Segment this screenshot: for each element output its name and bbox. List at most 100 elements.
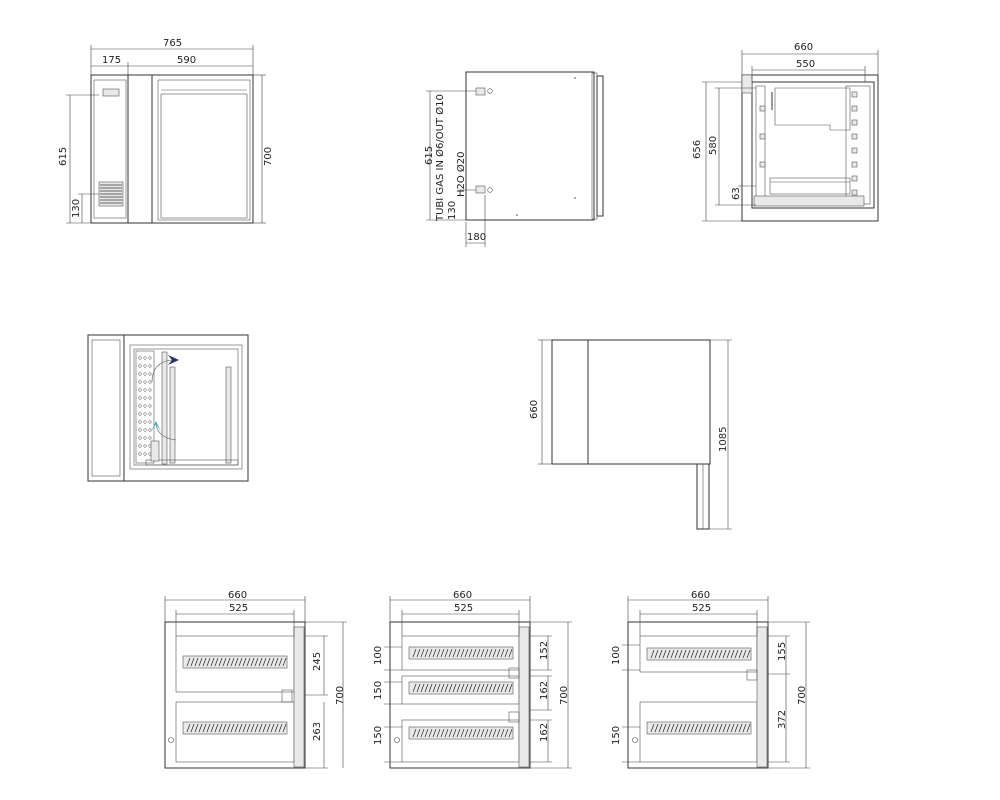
handle-hatch	[186, 723, 191, 733]
handle-hatch	[738, 723, 743, 733]
vent-grille	[98, 181, 124, 207]
config-a-outline	[164, 621, 306, 769]
handle-hatch	[742, 723, 747, 733]
handle-hatch	[726, 723, 731, 733]
handle-hatch	[730, 649, 735, 659]
section-view: 660 550 656 580 63	[692, 42, 879, 222]
config-b-view: 660 525 100 150 150 152 162 162 700	[373, 590, 572, 769]
handle-hatch	[424, 683, 429, 693]
config-a-view: 660 525 245 263 700	[164, 590, 347, 769]
handle-hatch	[460, 683, 465, 693]
handle-hatch	[226, 723, 231, 733]
handle-hatch	[246, 657, 251, 667]
handle-hatch	[210, 723, 215, 733]
handle-hatch	[274, 657, 279, 667]
handle-hatch	[432, 683, 437, 693]
handle-hatch	[484, 728, 489, 738]
compressor-panel	[93, 79, 127, 219]
perforation-hole	[143, 372, 147, 376]
handle-hatch	[456, 648, 461, 658]
handle-hatch	[242, 657, 247, 667]
handle-hatch	[452, 728, 457, 738]
handle-hatch	[266, 657, 271, 667]
handle-hatch	[658, 723, 663, 733]
dim-section-base: 63	[731, 187, 742, 200]
handle-hatch	[258, 657, 263, 667]
handle-hatch	[234, 657, 239, 667]
handle-hatch	[492, 648, 497, 658]
handle-hatch	[440, 648, 445, 658]
perforation-hole	[148, 436, 152, 440]
handle-hatch	[670, 723, 675, 733]
airflow-arrow-cold	[155, 423, 177, 441]
perforation-hole	[148, 404, 152, 408]
handle-hatch	[702, 649, 707, 659]
handle-hatch	[690, 649, 695, 659]
handle-hatch	[666, 649, 671, 659]
handle-hatch	[650, 723, 655, 733]
handle-hatch	[270, 723, 275, 733]
handle-hatch	[452, 683, 457, 693]
handle-hatch	[496, 728, 501, 738]
handle-hatch	[678, 649, 683, 659]
handle-hatch	[682, 723, 687, 733]
perforation-hole	[138, 444, 142, 448]
config-b-right-2: 162	[539, 681, 550, 700]
perforation-hole	[138, 404, 142, 408]
handle-hatch	[428, 648, 433, 658]
handle-hatch	[198, 723, 203, 733]
perforated-panel	[135, 350, 155, 464]
perforation-hole	[138, 356, 142, 360]
config-b-total: 700	[559, 686, 570, 705]
handle-hatch	[262, 657, 267, 667]
handle-hatch	[266, 723, 271, 733]
label-gas-pipes: TUBI GAS IN Ø6/OUT Ø10	[434, 94, 446, 222]
handle-hatch	[412, 648, 417, 658]
top-view: 660 1085	[529, 339, 732, 530]
handle-hatch	[282, 723, 287, 733]
handle-hatch	[432, 728, 437, 738]
side-outline	[465, 71, 595, 221]
config-c-inner: 525	[692, 603, 711, 614]
handle-hatch	[226, 657, 231, 667]
handle-hatch	[670, 649, 675, 659]
handle-hatch	[476, 728, 481, 738]
handle-hatch	[468, 683, 473, 693]
dim-cabinet-width: 590	[177, 55, 196, 66]
handle-hatch	[500, 683, 505, 693]
handle-hatch	[448, 728, 453, 738]
perforation-hole	[138, 380, 142, 384]
perforation-hole	[138, 420, 142, 424]
dim-side-offset: 180	[467, 232, 486, 243]
config-b-right-1: 152	[539, 641, 550, 660]
handle-hatch	[238, 657, 243, 667]
handle-hatch	[452, 648, 457, 658]
handle-hatch	[686, 723, 691, 733]
handle-hatch	[238, 723, 243, 733]
handle-hatch	[472, 648, 477, 658]
door-frame-outer	[157, 79, 251, 221]
handle-hatch	[242, 723, 247, 733]
handle-hatch	[412, 728, 417, 738]
dim-vent-height: 130	[71, 199, 82, 218]
handle-hatch	[504, 648, 509, 658]
handle-hatch	[722, 723, 727, 733]
handle-hatch	[686, 649, 691, 659]
handle-hatch	[202, 657, 207, 667]
perforation-hole	[148, 396, 152, 400]
perforation-hole	[143, 428, 147, 432]
handle-hatch	[416, 728, 421, 738]
perforation-hole	[143, 380, 147, 384]
handle-hatch	[448, 683, 453, 693]
perforation-hole	[148, 372, 152, 376]
handle-hatch	[254, 723, 259, 733]
config-b-left-2: 150	[373, 681, 384, 700]
config-c-view: 660 525 100 150 155 372 700	[611, 590, 810, 769]
handle-hatch	[444, 683, 449, 693]
perforation-hole	[148, 388, 152, 392]
handle-hatch	[420, 683, 425, 693]
handle-hatch	[476, 648, 481, 658]
handle-hatch	[214, 657, 219, 667]
config-c-total: 700	[797, 686, 808, 705]
